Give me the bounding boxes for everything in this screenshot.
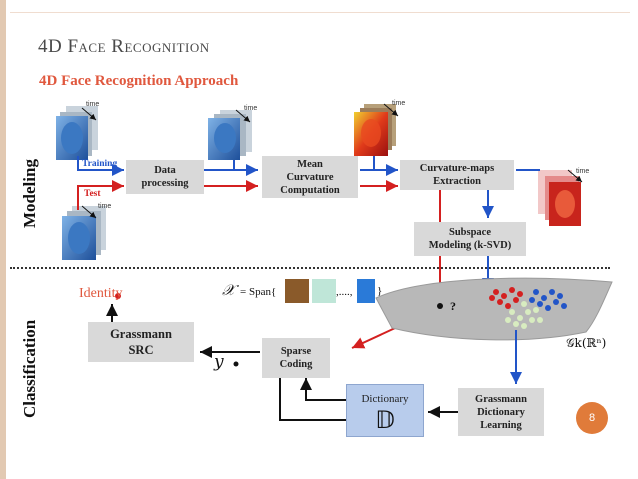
- span-thumb-1: [285, 279, 309, 303]
- training-label: Training: [82, 159, 118, 169]
- page-number-badge: 8: [576, 402, 608, 434]
- dictionary-label: Dictionary: [361, 393, 409, 405]
- test-label: Test: [84, 189, 101, 199]
- arrow-sparse-dictionary-loop: [279, 378, 346, 421]
- identity-label: Identity: [79, 286, 123, 301]
- data-processing-box: Data processing: [126, 160, 204, 194]
- arrow-training-input: [77, 156, 124, 176]
- arrow-test-input: [77, 180, 124, 210]
- grassmann-manifold-shape: [375, 277, 613, 341]
- span-text: = Span{: [240, 286, 277, 298]
- y-symbol: y: [214, 352, 224, 372]
- time-label-1: time: [86, 101, 100, 108]
- curvature-maps-box: Curvature-maps Extraction: [400, 160, 514, 190]
- mean-curvature-box: Mean Curvature Computation: [262, 156, 358, 198]
- identity-dot: [115, 293, 121, 299]
- face-curvature-maps-icon: [538, 169, 583, 226]
- slide-subtitle: 4D Face Recognition Approach: [39, 73, 239, 89]
- dictionary-box: Dictionary 𝔻: [346, 384, 424, 437]
- face-curvature-icon: [354, 103, 399, 156]
- dictionary-symbol: 𝔻: [375, 408, 395, 434]
- query-mark: ?: [450, 299, 456, 313]
- sparse-coding-box: Sparse Coding: [262, 338, 330, 378]
- subspace-modeling-box: Subspace Modeling (k-SVD): [414, 222, 526, 256]
- time-label-2: time: [244, 105, 258, 112]
- slide-side-bar: [0, 0, 6, 479]
- manifold-point-cloud: [489, 287, 567, 329]
- y-point: [233, 361, 239, 367]
- grassmann-src-box: Grassmann SRC: [88, 322, 194, 362]
- manifold-label: 𝒢k(ℝⁿ): [566, 336, 607, 350]
- face-volume-test-icon: [62, 205, 106, 260]
- slide-top-rule: [10, 12, 630, 13]
- time-label-4: time: [576, 168, 590, 175]
- grassmann-dictionary-learning-box: Grassmann Dictionary Learning: [458, 388, 544, 436]
- time-label-3: time: [392, 100, 406, 107]
- page-title: 4D Face Recognition: [38, 36, 210, 57]
- arrow-dictionary-sparse: [300, 378, 346, 401]
- span-thumb-2: [312, 279, 336, 303]
- face-volume-training-icon: [56, 106, 98, 160]
- time-label-5: time: [98, 203, 112, 210]
- query-point: [437, 303, 443, 309]
- span-close: }: [377, 285, 383, 297]
- span-dots: ,....,: [336, 286, 353, 298]
- face-volume-processed-icon: [208, 109, 252, 160]
- span-symbol: 𝒳: [222, 281, 235, 299]
- section-divider: [10, 267, 610, 269]
- span-thumb-3: [357, 279, 375, 303]
